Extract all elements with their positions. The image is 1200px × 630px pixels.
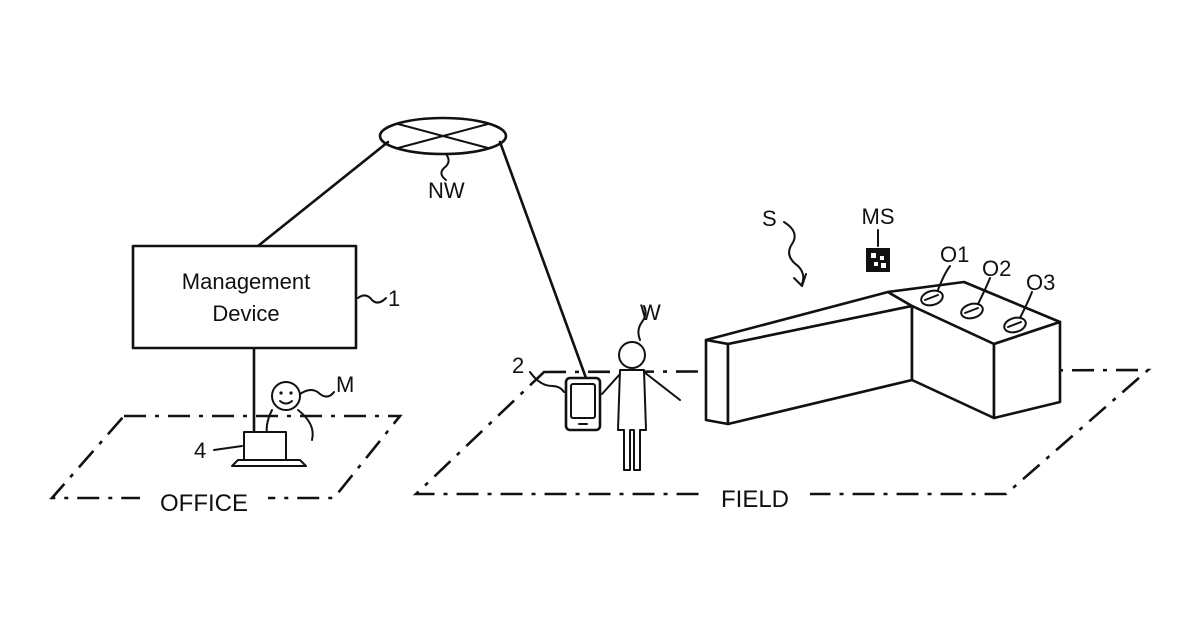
marker-icon	[866, 248, 890, 272]
link-network-to-management	[258, 142, 388, 246]
laptop-icon	[232, 432, 306, 466]
office-area-boundary	[52, 416, 400, 498]
manager-leader-line	[300, 390, 334, 397]
management-device-label-line1: Management	[182, 269, 310, 294]
management-device-label-line2: Device	[212, 301, 279, 326]
network-node	[380, 118, 506, 154]
worker-ref: W	[640, 300, 661, 325]
link-network-to-terminal	[500, 142, 586, 378]
office-label: OFFICE	[160, 490, 248, 517]
management-device-leader-line	[358, 295, 386, 302]
site-ref: S	[762, 206, 777, 231]
site-arrow-line	[784, 222, 803, 284]
object-o1-label: O1	[940, 242, 969, 267]
terminal-device	[566, 378, 600, 430]
management-device-box	[133, 246, 356, 348]
laptop-ref: 4	[194, 438, 206, 463]
laptop-leader-line	[214, 446, 242, 450]
network-leader-line	[441, 154, 448, 180]
marker-ref: MS	[862, 204, 895, 229]
object-o2-label: O2	[982, 256, 1011, 281]
field-label: FIELD	[721, 486, 789, 513]
network-label: NW	[428, 178, 465, 203]
management-device-ref: 1	[388, 286, 400, 311]
worker-figure	[602, 342, 680, 470]
manager-ref: M	[336, 372, 354, 397]
site-equipment	[706, 282, 1060, 424]
object-o3-label: O3	[1026, 270, 1055, 295]
terminal-ref: 2	[512, 353, 524, 378]
